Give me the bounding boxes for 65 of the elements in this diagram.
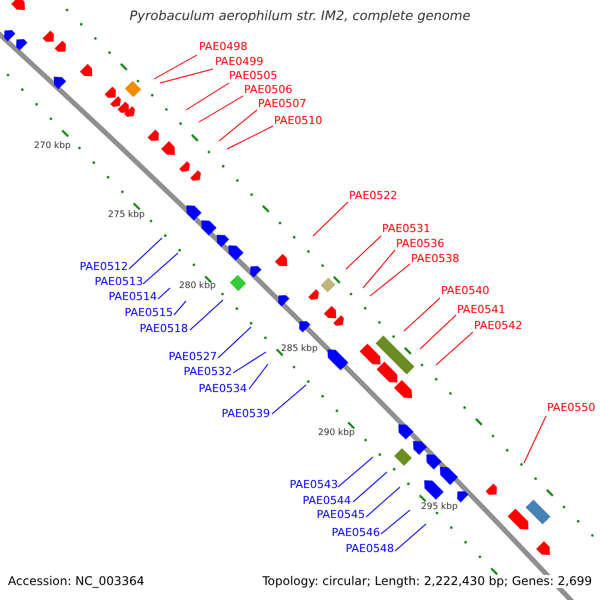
leader-line (436, 332, 474, 366)
gene-label: PAE0507 (258, 97, 306, 110)
leader-line (128, 238, 162, 270)
leader-line (338, 456, 374, 488)
gene-label: PAE0522 (349, 189, 398, 202)
leader-line (346, 236, 382, 270)
leader-line (312, 202, 348, 236)
position-tick-label: 290 kbp (318, 427, 355, 440)
position-tick-label: 295 kbp (421, 501, 458, 514)
leader-line (226, 126, 274, 150)
leader-line (158, 288, 170, 300)
gene-label: PAE0550 (547, 401, 596, 414)
leader-line (198, 96, 244, 122)
position-tick-label: 270 kbp (34, 140, 71, 153)
leader-line (524, 416, 546, 464)
gene-label: PAE0498 (199, 40, 248, 53)
gene-label: PAE0540 (441, 284, 490, 297)
leader-line (362, 250, 396, 288)
gene-label: PAE0548 (346, 542, 394, 555)
leader-line (190, 300, 224, 330)
gene-label: PAE0546 (332, 526, 380, 539)
gene-label: PAE0541 (457, 303, 506, 316)
gene-label: PAE0515 (124, 306, 173, 319)
gene-label: PAE0545 (316, 508, 365, 521)
gene-label: PAE0527 (168, 350, 217, 363)
leader-line (380, 510, 410, 534)
leader-line (404, 298, 440, 332)
gene-label: PAE0534 (198, 382, 247, 395)
gene-label: PAE0512 (80, 260, 128, 273)
gene-label: PAE0538 (411, 252, 460, 265)
leader-line (420, 314, 456, 350)
gene-label: PAE0543 (290, 478, 338, 491)
gene-label: PAE0518 (140, 322, 188, 335)
accession-text: Accession: NC_003364 (8, 575, 144, 588)
gene-label: PAE0499 (215, 55, 264, 68)
leader-line (366, 486, 400, 518)
position-tick-label: 280 kbp (179, 280, 216, 293)
genome-summary-text: Topology: circular; Length: 2,222,430 bp; Genes: 2,699 (262, 575, 592, 588)
gene-label: PAE0531 (382, 222, 430, 235)
leader-line (218, 326, 252, 358)
leader-line (352, 472, 388, 502)
leader-line (142, 252, 178, 284)
leader-line (248, 364, 268, 390)
gene-label: PAE0510 (274, 114, 322, 127)
position-tick-label: 275 kbp (108, 209, 145, 222)
leader-line (218, 110, 258, 142)
gene-label: PAE0532 (184, 365, 232, 378)
leader-line (272, 384, 306, 414)
gene-label: PAE0539 (222, 407, 270, 420)
gene-label: PAE0513 (94, 275, 143, 288)
leader-line (174, 300, 186, 316)
gene-label: PAE0536 (396, 237, 444, 250)
leader-line (160, 68, 214, 84)
leader-line (232, 352, 266, 374)
gene-label: PAE0514 (108, 290, 157, 303)
leader-line (370, 264, 410, 296)
gene-label: PAE0542 (474, 319, 522, 332)
gene-label: PAE0505 (229, 69, 278, 82)
gene-label: PAE0506 (244, 83, 292, 96)
leader-line (154, 54, 198, 80)
leader-line (394, 524, 426, 552)
gene-label: PAE0544 (302, 494, 351, 507)
genome-title: Pyrobaculum aerophilum str. IM2, complete genome (128, 10, 472, 23)
position-tick-label: 285 kbp (281, 343, 318, 356)
leader-line (186, 82, 230, 110)
